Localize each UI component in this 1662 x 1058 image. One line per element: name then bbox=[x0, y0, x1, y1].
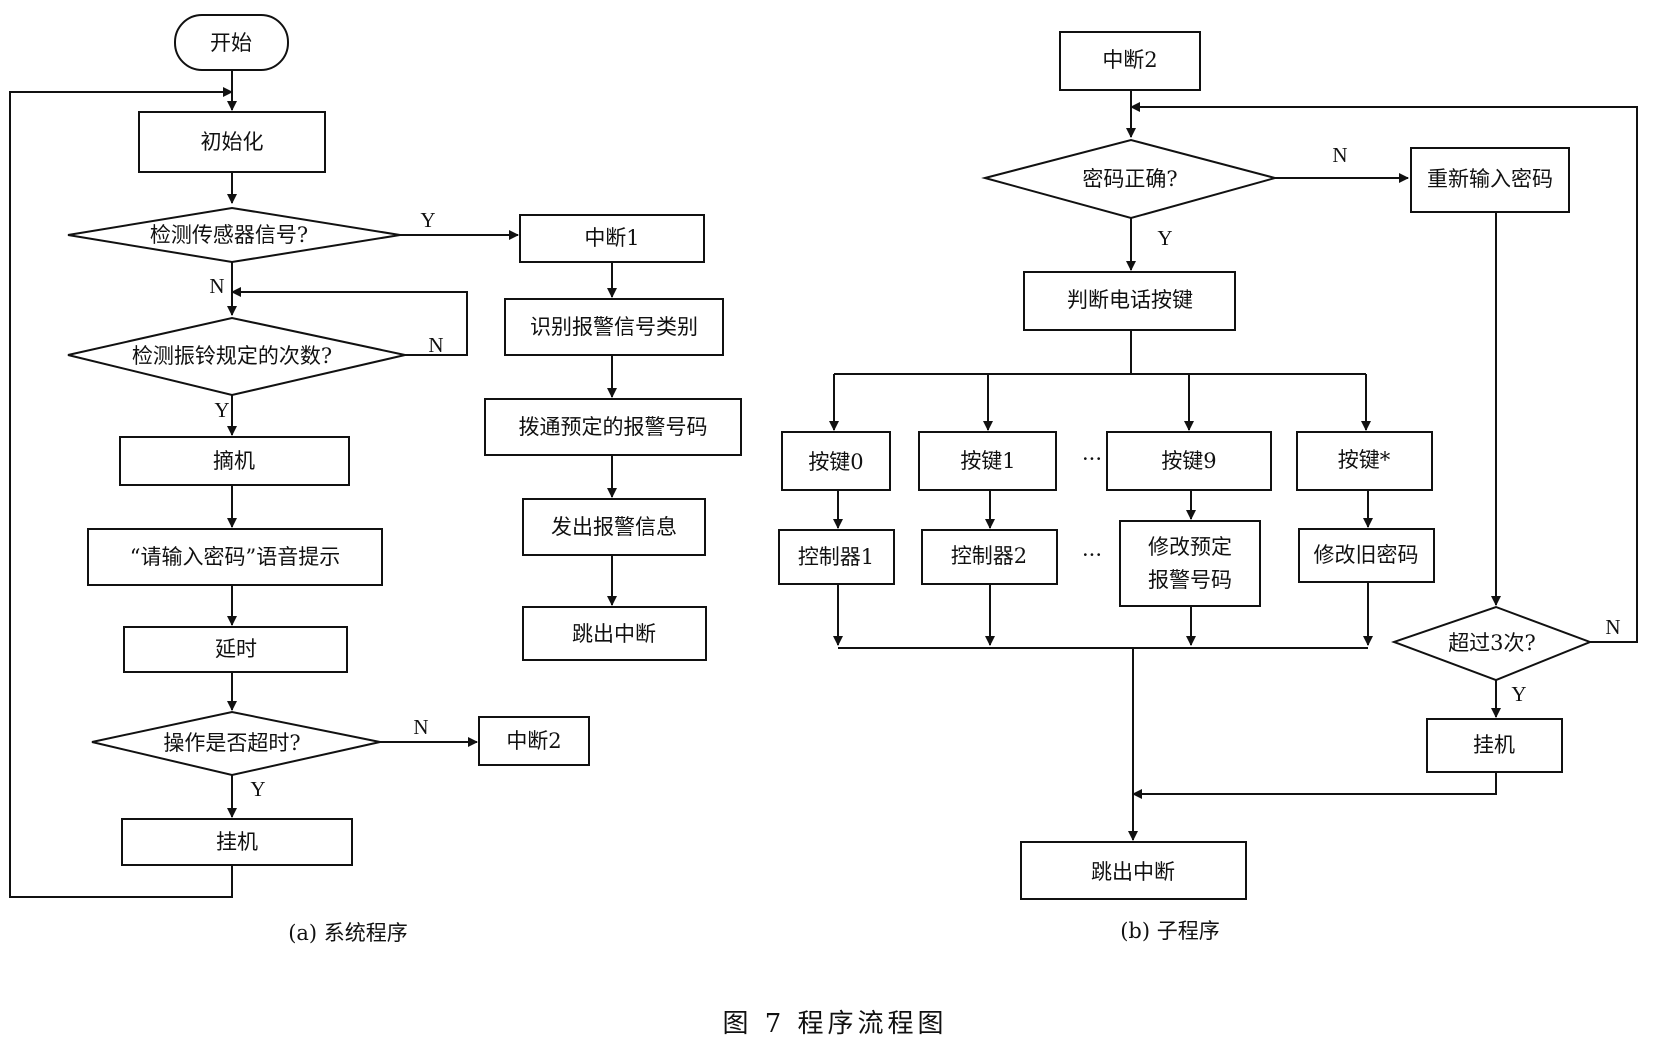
delay-label: 延时 bbox=[215, 637, 257, 661]
system-shapes bbox=[67, 14, 742, 866]
password-correct-label: 密码正确? bbox=[1082, 167, 1177, 191]
detect-ring-decision bbox=[67, 316, 406, 397]
pwd-yes-label: Y bbox=[1157, 226, 1172, 250]
hang-up-label-b: 挂机 bbox=[1473, 733, 1515, 757]
send-alarm-box bbox=[522, 498, 706, 556]
reenter-box bbox=[1410, 147, 1570, 213]
system-connectors bbox=[9, 70, 617, 898]
key1-box bbox=[918, 431, 1057, 491]
over3-decision bbox=[1391, 605, 1593, 682]
reenter-label: 重新输入密码 bbox=[1427, 167, 1553, 191]
start-label: 开始 bbox=[210, 31, 252, 55]
over3-label: 超过3次? bbox=[1448, 631, 1536, 655]
exit-int-label-a: 跳出中断 bbox=[572, 622, 656, 646]
hang-up-box-b bbox=[1426, 718, 1563, 773]
voice-prompt-label: “请输入密码”语音提示 bbox=[130, 545, 340, 569]
over3-yes-label: Y bbox=[1511, 682, 1526, 706]
modify-preset-label-1: 修改预定 bbox=[1148, 535, 1232, 559]
init-box bbox=[138, 111, 326, 173]
judge-key-box bbox=[1023, 271, 1236, 331]
send-alarm-label: 发出报警信息 bbox=[551, 515, 677, 539]
figure-caption: 图 7 程序流程图 bbox=[722, 1009, 947, 1039]
off-hook-label: 摘机 bbox=[213, 449, 255, 473]
ellipsis-controllers: ··· bbox=[1082, 543, 1102, 567]
key1-label: 按键1 bbox=[960, 449, 1015, 473]
caption-b: (b) 子程序 bbox=[1120, 919, 1220, 943]
modify-old-label: 修改旧密码 bbox=[1314, 543, 1419, 567]
timeout-no-label: N bbox=[413, 715, 428, 739]
system-texts: 开始 初始化 检测传感器信号? 检测振铃规定的次数? 摘机 “请输入密码”语音提… bbox=[130, 31, 708, 945]
key-star-label: 按键* bbox=[1338, 448, 1391, 472]
subroutine-connectors bbox=[829, 90, 1638, 841]
modify-preset-label-2: 报警号码 bbox=[1148, 568, 1232, 592]
ctrl2-box bbox=[921, 529, 1058, 585]
ctrl2-label: 控制器2 bbox=[951, 544, 1027, 568]
key9-box bbox=[1106, 431, 1272, 491]
caption-a: (a) 系统程序 bbox=[288, 921, 408, 945]
int1-box bbox=[519, 214, 705, 263]
sensor-no-label: N bbox=[209, 274, 224, 298]
over3-no-label: N bbox=[1605, 615, 1620, 639]
exit-int-box-b bbox=[1020, 841, 1247, 900]
key9-label: 按键9 bbox=[1161, 449, 1216, 473]
timeout-yes-label: Y bbox=[250, 777, 265, 801]
int2-box bbox=[478, 716, 590, 766]
init-label: 初始化 bbox=[201, 130, 264, 154]
timeout-label: 操作是否超时? bbox=[163, 731, 300, 755]
ctrl1-box bbox=[778, 529, 895, 585]
ctrl1-label: 控制器1 bbox=[798, 545, 874, 569]
modify-preset-box bbox=[1119, 520, 1261, 607]
key0-label: 按键0 bbox=[808, 450, 863, 474]
sensor-yes-label: Y bbox=[420, 208, 435, 232]
subroutine-shapes bbox=[778, 31, 1593, 900]
modify-old-box bbox=[1298, 528, 1435, 583]
identify-box bbox=[504, 298, 724, 356]
ring-yes-label: Y bbox=[214, 398, 229, 422]
timeout-decision bbox=[91, 710, 381, 777]
dial-label: 拨通预定的报警号码 bbox=[519, 415, 708, 439]
identify-label: 识别报警信号类别 bbox=[530, 315, 698, 339]
key-star-box bbox=[1296, 431, 1433, 491]
detect-sensor-decision bbox=[67, 206, 401, 264]
dial-box bbox=[484, 398, 742, 456]
start-terminal bbox=[174, 14, 289, 71]
detect-ring-label: 检测振铃规定的次数? bbox=[132, 344, 332, 368]
ellipsis-keys: ··· bbox=[1082, 447, 1102, 471]
int2-box-b bbox=[1059, 31, 1201, 91]
hang-up-label: 挂机 bbox=[216, 830, 258, 854]
int2-label-a: 中断2 bbox=[506, 729, 561, 753]
password-correct-decision bbox=[981, 138, 1279, 220]
int2-label-b: 中断2 bbox=[1102, 48, 1157, 72]
detect-sensor-label: 检测传感器信号? bbox=[150, 223, 308, 247]
key0-box bbox=[781, 431, 891, 491]
off-hook-box bbox=[119, 436, 350, 486]
hang-up-box bbox=[121, 818, 353, 866]
exit-int-box-a bbox=[522, 606, 707, 661]
judge-key-label: 判断电话按键 bbox=[1067, 288, 1193, 312]
int1-label: 中断1 bbox=[584, 226, 639, 250]
delay-box bbox=[123, 626, 348, 673]
exit-int-label-b: 跳出中断 bbox=[1091, 860, 1175, 884]
ring-no-label: N bbox=[428, 333, 443, 357]
voice-prompt-box bbox=[87, 528, 383, 586]
pwd-no-label: N bbox=[1332, 143, 1347, 167]
subroutine-texts: 中断2 密码正确? 重新输入密码 判断电话按键 按键0 按键1 按键9 按键* … bbox=[798, 48, 1621, 943]
